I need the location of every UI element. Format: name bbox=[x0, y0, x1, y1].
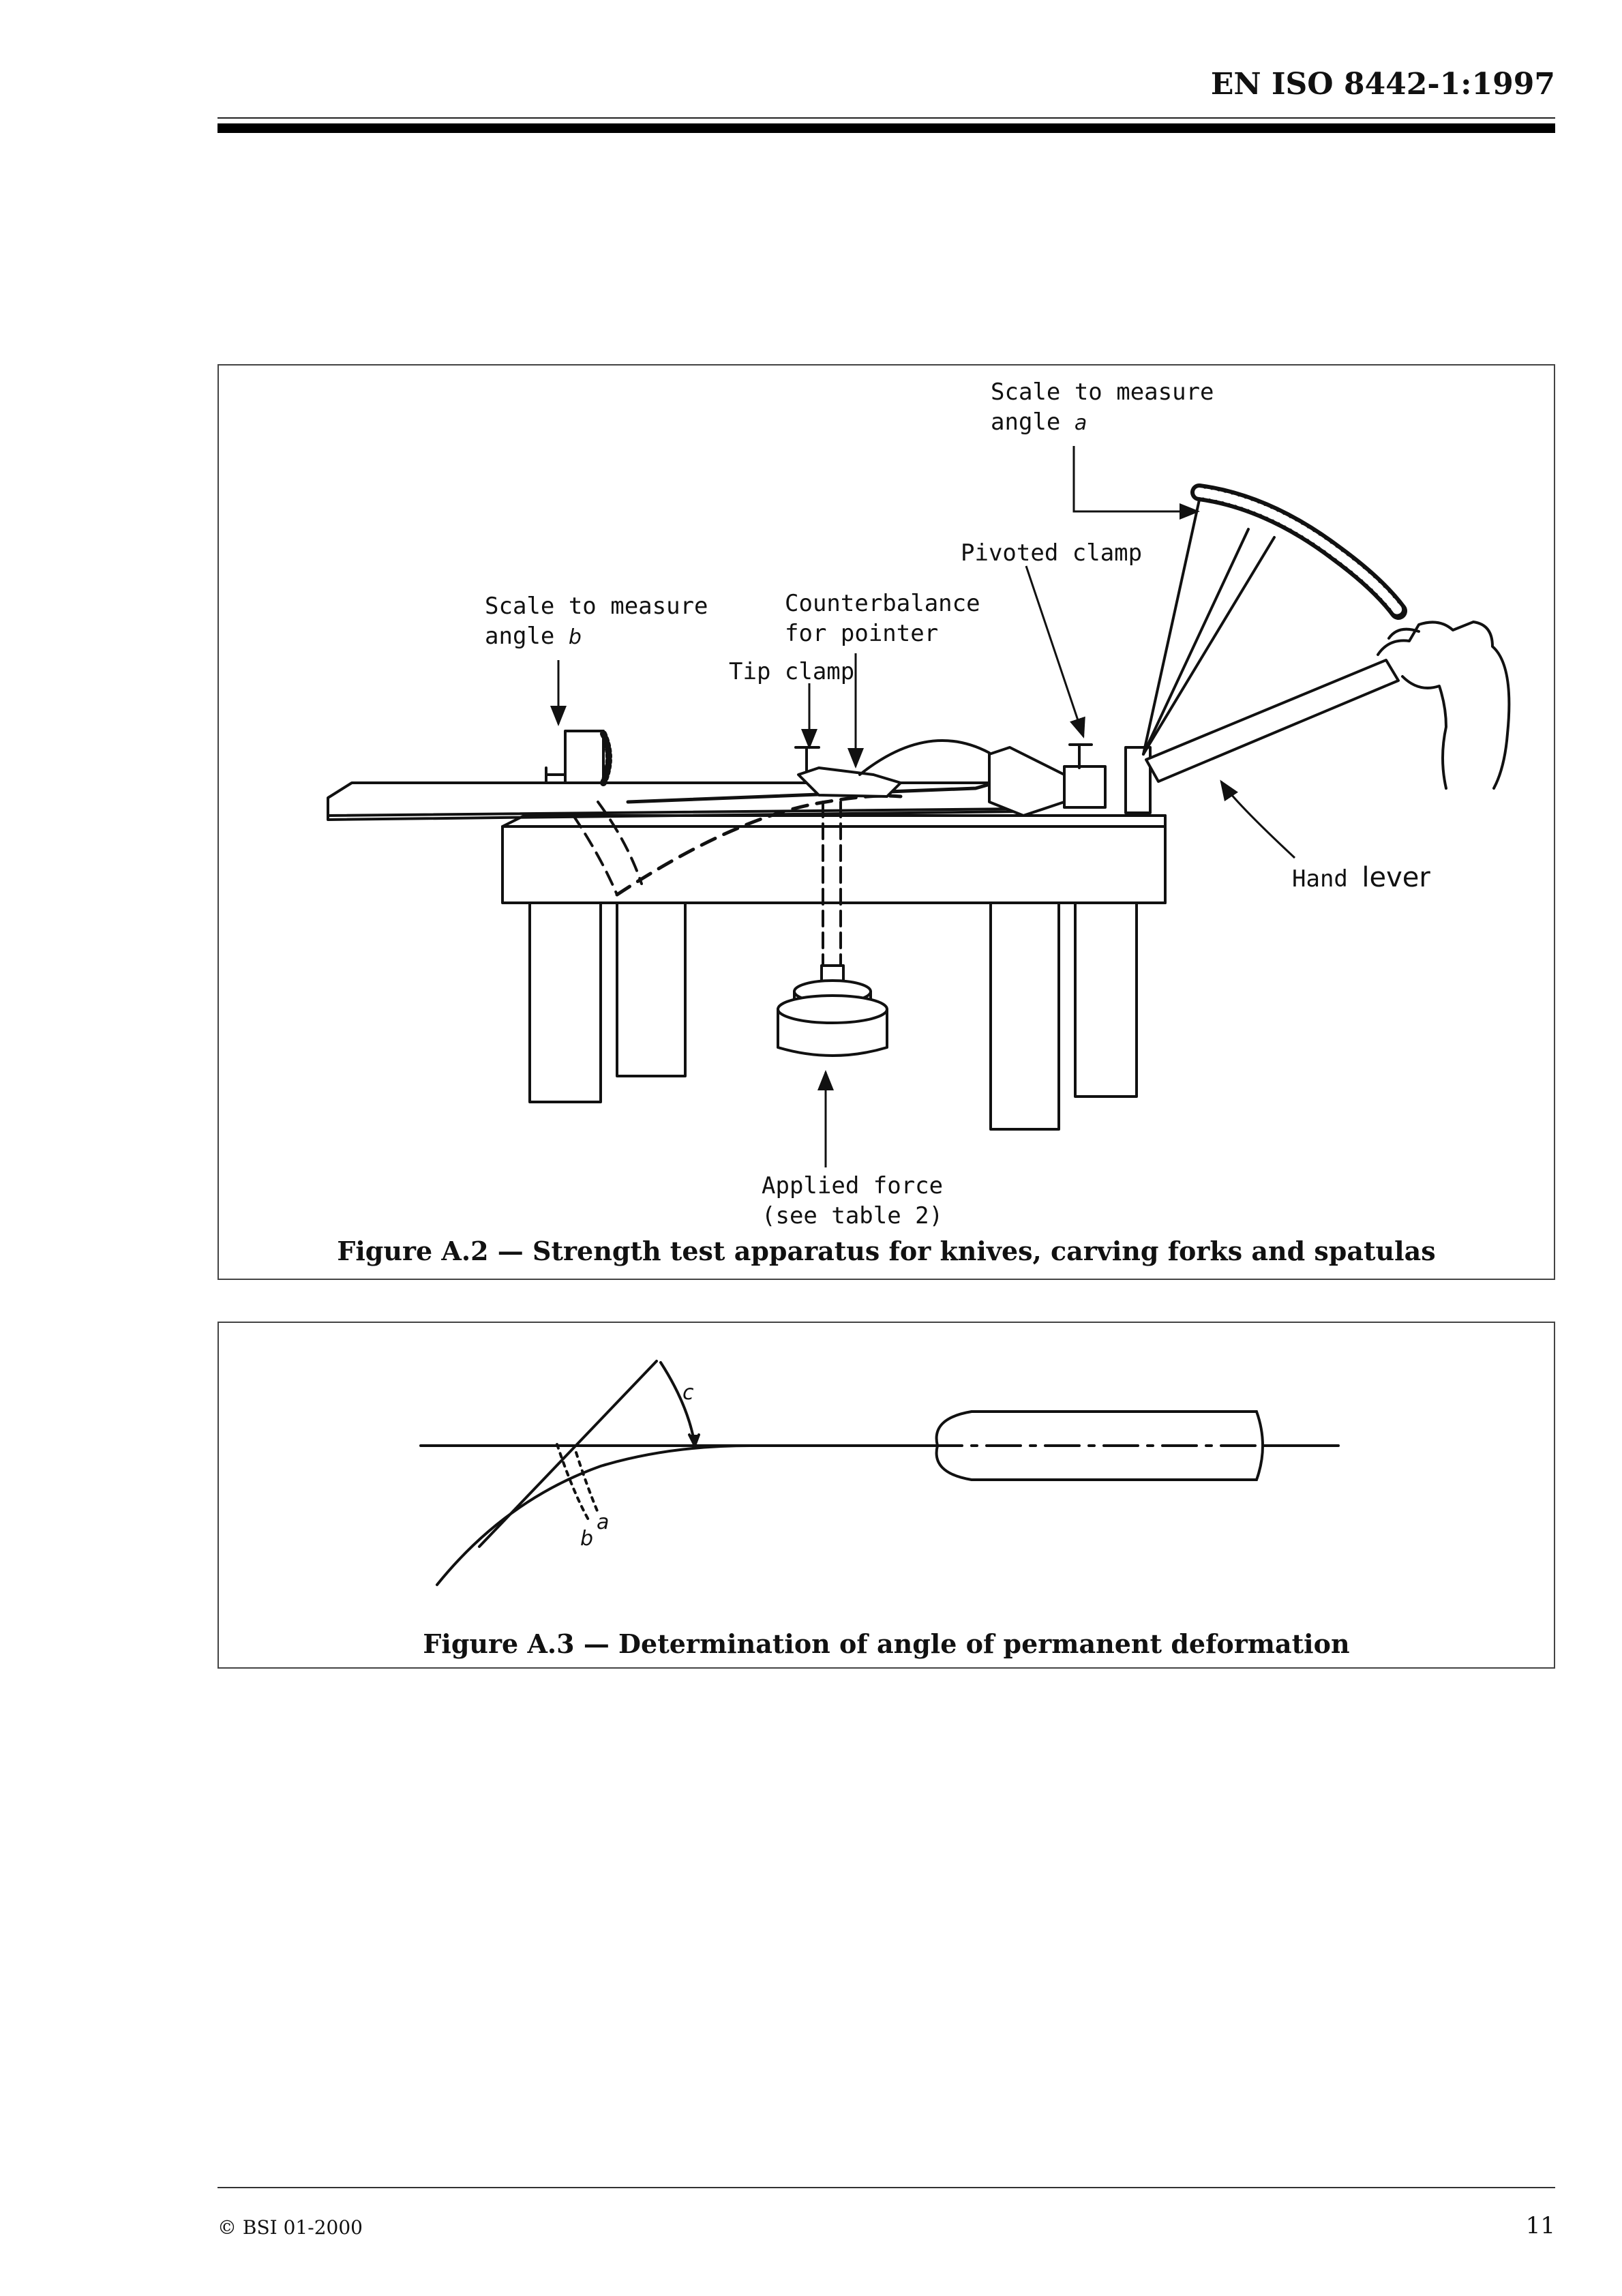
header-rule-thin bbox=[217, 117, 1555, 119]
copyright-notice: © BSI 01-2000 bbox=[217, 2216, 363, 2239]
label-scale-a-line2: angle a bbox=[991, 408, 1087, 436]
figure-a2: Scale to measure angle a Pivoted clamp S… bbox=[217, 364, 1555, 1280]
label-angle-a: a bbox=[597, 1510, 609, 1534]
label-tip-clamp: Tip clamp bbox=[729, 658, 854, 685]
label-scale-b-line2: angle b bbox=[485, 623, 582, 650]
label-applied-force-line2: (see table 2) bbox=[762, 1202, 943, 1229]
figure-a3: c a b Figure A.3 — Determination of angl… bbox=[217, 1322, 1555, 1669]
figure-a3-caption: Figure A.3 — Determination of angle of p… bbox=[423, 1628, 1350, 1659]
label-pivoted-clamp: Pivoted clamp bbox=[961, 539, 1142, 567]
label-angle-b: b bbox=[580, 1527, 593, 1551]
footer-rule bbox=[217, 2187, 1555, 2188]
page-number: 11 bbox=[1525, 2212, 1555, 2239]
label-angle-c: c bbox=[682, 1381, 694, 1405]
deformation-angle-drawing: c a b bbox=[419, 1360, 1340, 1586]
label-applied-force-line1: Applied force bbox=[762, 1172, 943, 1199]
label-counterbalance-line1: Counterbalance bbox=[785, 590, 980, 617]
label-scale-b-line1: Scale to measure bbox=[485, 593, 708, 620]
label-scale-a-line1: Scale to measure bbox=[991, 378, 1214, 406]
strength-test-apparatus-drawing: Scale to measure angle a Pivoted clamp S… bbox=[327, 378, 1511, 1229]
document-id: EN ISO 8442-1:1997 bbox=[1210, 67, 1555, 102]
header-rule-thick bbox=[217, 123, 1555, 133]
label-hand-lever: Hand lever bbox=[1292, 862, 1430, 893]
label-counterbalance-line2: for pointer bbox=[785, 620, 938, 647]
figure-a2-caption: Figure A.2 — Strength test apparatus for… bbox=[337, 1236, 1436, 1266]
